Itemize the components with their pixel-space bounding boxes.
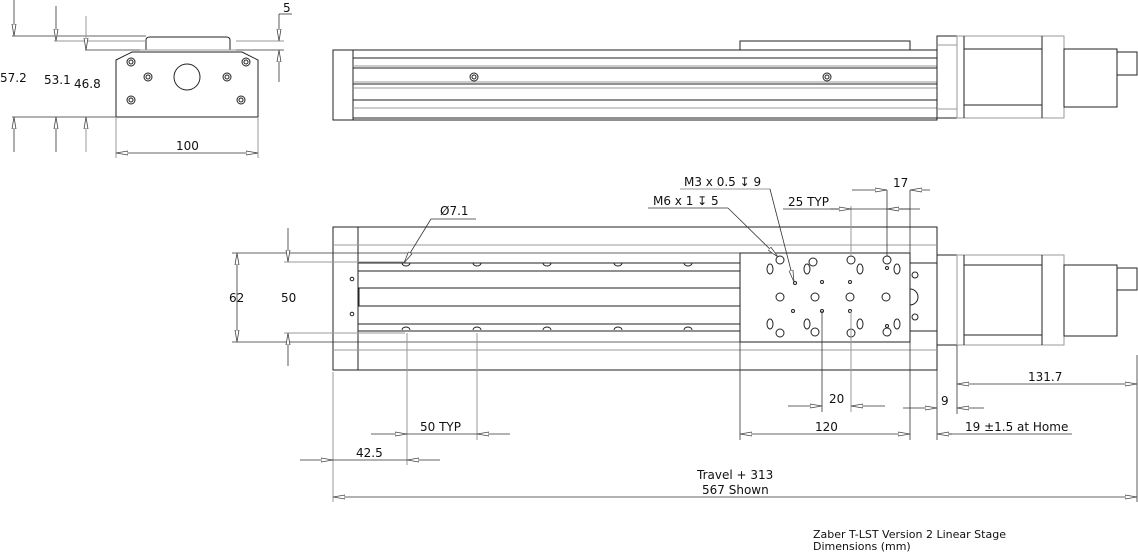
dim-hole-dia: Ø7.1 [440, 204, 469, 218]
dim-25typ: 25 TYP [788, 195, 829, 209]
callout-m3: M3 x 0.5 ↧ 9 [684, 175, 761, 189]
callout-m6: M6 x 1 ↧ 5 [653, 194, 719, 208]
dim-17: 17 [893, 176, 908, 190]
dim-20: 20 [829, 392, 844, 406]
dim-42-5: 42.5 [356, 446, 383, 460]
motor-top [936, 254, 1138, 346]
dim-9: 9 [941, 394, 949, 408]
dim-rail-inner: 50 [281, 291, 296, 305]
top-view: 62 50 Ø7.1 M3 x 0.5 ↧ 9 M6 x 1 ↧ 5 25 TY… [229, 175, 1138, 502]
rail-holes [401, 262, 693, 331]
dim-height-body: 46.8 [74, 77, 101, 91]
dim-shown: 567 Shown [702, 483, 769, 497]
dim-width: 100 [176, 139, 199, 153]
dim-travel: Travel + 313 [696, 468, 773, 482]
dim-height-mid: 53.1 [44, 73, 71, 87]
dim-height-total: 57.2 [0, 71, 27, 85]
caption-units: Dimensions (mm) [813, 540, 911, 553]
end-view: 57.2 53.1 46.8 100 5 [0, 0, 292, 158]
dim-50typ: 50 TYP [420, 420, 461, 434]
side-view [332, 35, 1138, 121]
dim-120: 120 [815, 420, 838, 434]
dim-19-home: 19 ±1.5 at Home [965, 420, 1068, 434]
motor-side [936, 35, 1138, 119]
carriage [739, 252, 937, 343]
dim-cap: 5 [283, 1, 291, 15]
caption-title: Zaber T-LST Version 2 Linear Stage [813, 528, 1006, 541]
dim-rail-outer: 62 [229, 291, 244, 305]
dim-131-7: 131.7 [1028, 370, 1062, 384]
